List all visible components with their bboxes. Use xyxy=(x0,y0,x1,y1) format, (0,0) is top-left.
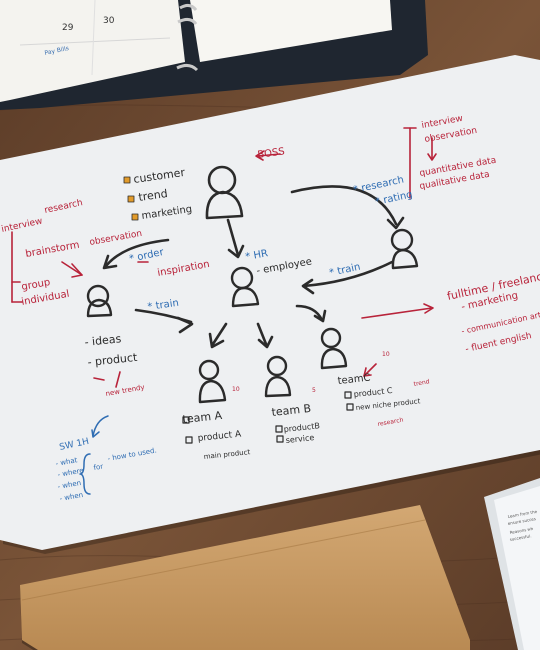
left-person-icon xyxy=(86,284,113,318)
hierarchy-arrows xyxy=(102,185,405,349)
sw1h-item-when-1: - when xyxy=(57,479,82,491)
red-arrows xyxy=(61,127,437,388)
left-bracket xyxy=(11,231,23,303)
boss-bullets xyxy=(123,176,139,221)
calendar-day-29: 29 xyxy=(62,23,74,33)
team-a-note: 10 xyxy=(232,386,240,393)
tablet-text-4: successful. xyxy=(509,533,532,542)
team-a-item: product A xyxy=(197,429,242,444)
sketch-drawing xyxy=(11,127,437,495)
left-term-group: group xyxy=(21,277,52,293)
blue-braces xyxy=(79,415,109,495)
team-a-person-icon xyxy=(198,359,227,404)
kraft-folder xyxy=(20,505,470,650)
team-b-item-service: service xyxy=(285,433,315,445)
whiteboard-sheet xyxy=(0,55,540,554)
team-b-title: team B xyxy=(271,402,312,419)
team-c-note: 10 xyxy=(382,351,390,358)
planner-notebook: 29 30 Pay Bills xyxy=(0,0,428,110)
boss-person-icon xyxy=(205,165,244,220)
team-checkboxes xyxy=(182,391,354,444)
hr-label: * HR xyxy=(245,248,269,263)
team-b-person-icon xyxy=(264,355,292,398)
tablet-device: Learn from the ensure succes Reasons wh … xyxy=(484,478,540,650)
left-person-item-product: - product xyxy=(87,351,139,369)
right-person-icon xyxy=(390,228,419,270)
team-b-item-product: productB xyxy=(283,421,320,434)
employee-person-icon xyxy=(230,266,260,308)
team-c-research: research xyxy=(377,417,404,428)
calendar-note: Pay Bills xyxy=(44,45,70,57)
tablet-text-2: ensure succes xyxy=(507,516,536,526)
team-b-note: 5 xyxy=(312,387,316,394)
team-a-title: team A xyxy=(182,409,223,426)
team-c-person-icon xyxy=(320,327,348,370)
boss-bullet-trend: trend xyxy=(138,187,169,204)
train-label-left: * train xyxy=(147,298,180,313)
sw1h-for: for xyxy=(93,462,104,472)
left-person-item-ideas: - ideas xyxy=(84,332,122,349)
team-c-title: teamC xyxy=(337,373,371,387)
boss-label: BOSS xyxy=(257,146,286,161)
tablet-text-3: Reasons wh xyxy=(509,526,534,535)
sw1h-item-what: - what xyxy=(55,456,78,468)
calendar-day-30: 30 xyxy=(103,16,115,26)
planner-rings xyxy=(176,3,199,72)
tablet-text-1: Learn from the xyxy=(507,509,538,519)
team-c-item-product: product C xyxy=(353,386,393,399)
sw1h-item-when-2: - when xyxy=(59,491,84,503)
team-c-trend: trend xyxy=(413,378,430,388)
